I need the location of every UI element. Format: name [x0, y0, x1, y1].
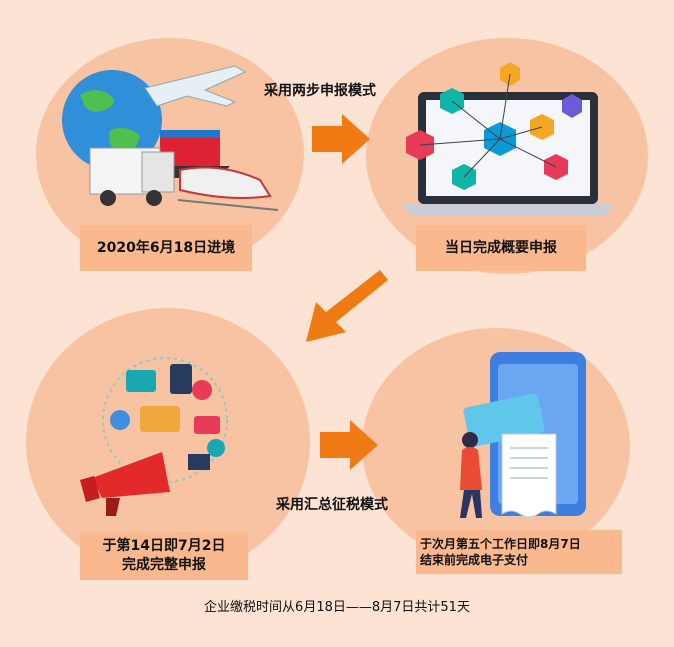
step2-text: 当日完成概要申报: [445, 239, 557, 256]
consolidated-mode-label: 采用汇总征税模式: [276, 497, 388, 513]
trade-transport-illustration: [62, 65, 279, 211]
laptop-network-illustration: [402, 62, 614, 216]
step4-label: 于次月第五个工作日即8月7日 结束前完成电子支付: [416, 530, 622, 574]
step3-label: 于第14日即7月2日 完成完整申报: [80, 532, 248, 580]
step1-label: 2020年6月18日进境: [80, 225, 252, 271]
two-step-mode-label: 采用两步申报模式: [264, 83, 376, 99]
step1-text: 2020年6月18日进境: [96, 239, 236, 256]
step4-text-line2: 结束前完成电子支付: [420, 553, 529, 567]
arrow-right-bottom: [320, 420, 378, 470]
arrow-down-left: [306, 270, 388, 342]
circle-step3: [26, 308, 310, 576]
arrow-right-top: [312, 114, 370, 164]
step2-label: 当日完成概要申报: [416, 225, 586, 271]
step4-text-line1: 于次月第五个工作日即8月7日: [420, 536, 581, 551]
megaphone-icons-illustration: [80, 357, 228, 516]
step3-text-line2: 完成完整申报: [122, 557, 206, 573]
footer-summary: 企业缴税时间从6月18日——8月7日共计51天: [204, 600, 470, 615]
step3-text-line1: 于第14日即7月2日: [102, 538, 226, 555]
mobile-payment-illustration: [460, 352, 586, 518]
